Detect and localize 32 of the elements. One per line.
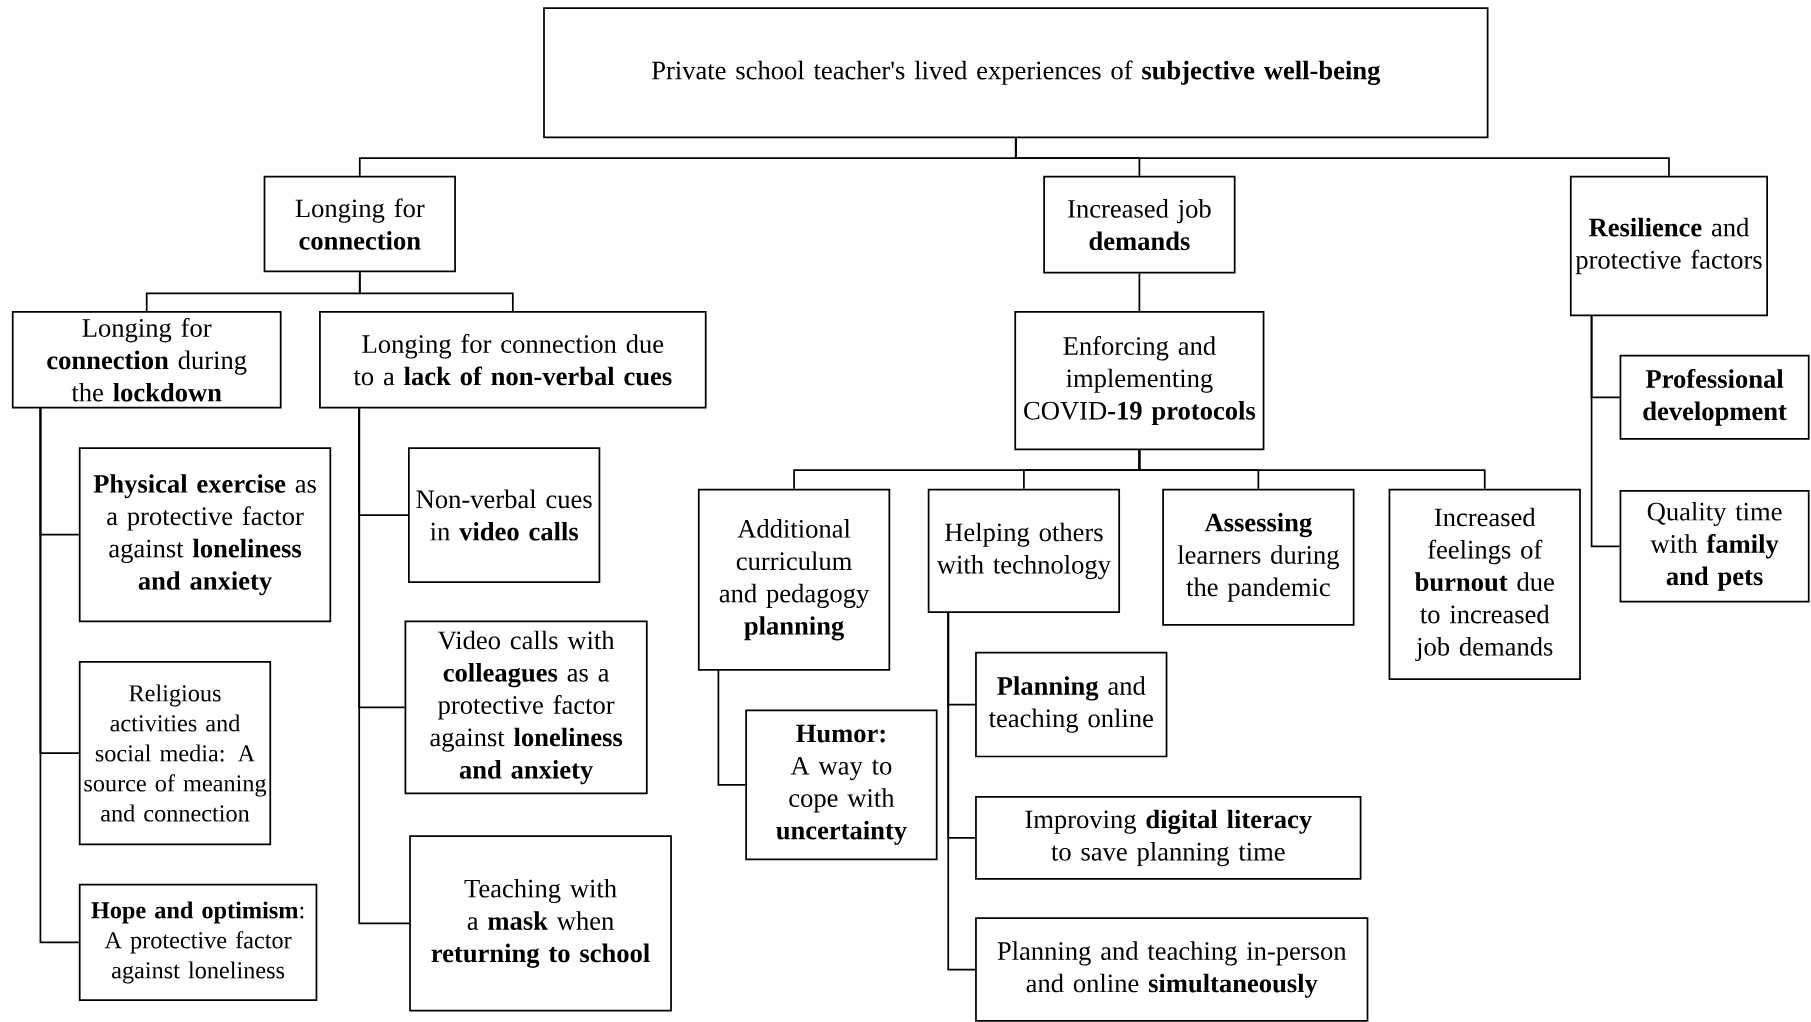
theme-box: Helping others with technology <box>927 488 1121 613</box>
theme-box: Improving digital literacy to save planning time <box>975 796 1362 880</box>
theme-box: Planning and teaching in-person and online simultaneously <box>975 917 1369 1022</box>
theme-box: Longing for connection due to a lack of non-verbal cues <box>319 310 707 409</box>
theme-box: Quality time with family and pets <box>1619 489 1810 603</box>
theme-box: Longing for connection <box>263 175 456 273</box>
connector-line <box>717 668 747 786</box>
theme-box: Enforcing and implementing COVID-19 protocols <box>1014 310 1265 451</box>
theme-box: Additional curriculum and pedagogy planning <box>697 488 891 671</box>
theme-box: Resilience and protective factors <box>1569 175 1768 317</box>
theme-box: Professional development <box>1619 354 1810 440</box>
theme-box: Hope and optimism: A protective factor against loneliness <box>78 883 318 1001</box>
connector-line <box>1590 314 1621 548</box>
theme-box: Video calls with colleagues as a protective factor against loneliness and anxiety <box>404 620 648 795</box>
connector-line <box>1014 137 1670 177</box>
theme-box: Non-verbal cues in video calls <box>408 447 601 583</box>
theme-box: Physical exercise as a protective factor against loneliness and anxiety <box>78 447 332 623</box>
connector-line <box>358 271 514 312</box>
theme-box: Teaching with a mask when returning to school <box>409 835 672 1012</box>
connector-line <box>39 406 80 944</box>
theme-box: Private school teacher's lived experiences of subjective well-being <box>543 7 1489 139</box>
theme-box: Longing for connection during the lockdown <box>11 310 282 409</box>
connector-line <box>358 406 411 925</box>
theme-box: Religious activities and social media: A source of meaning and connection <box>78 660 272 846</box>
theme-box: Humor: A way to cope with uncertainty <box>745 709 938 861</box>
theme-box: Increased job demands <box>1043 175 1236 274</box>
connector-line <box>947 611 976 971</box>
theme-box: Assessing learners during the pandemic <box>1162 488 1355 626</box>
connector-line <box>1138 272 1141 312</box>
connector-line <box>1138 449 1486 490</box>
theme-box: Increased feelings of burnout due to increased job demands <box>1388 488 1581 680</box>
theme-box: Planning and teaching online <box>975 651 1168 758</box>
